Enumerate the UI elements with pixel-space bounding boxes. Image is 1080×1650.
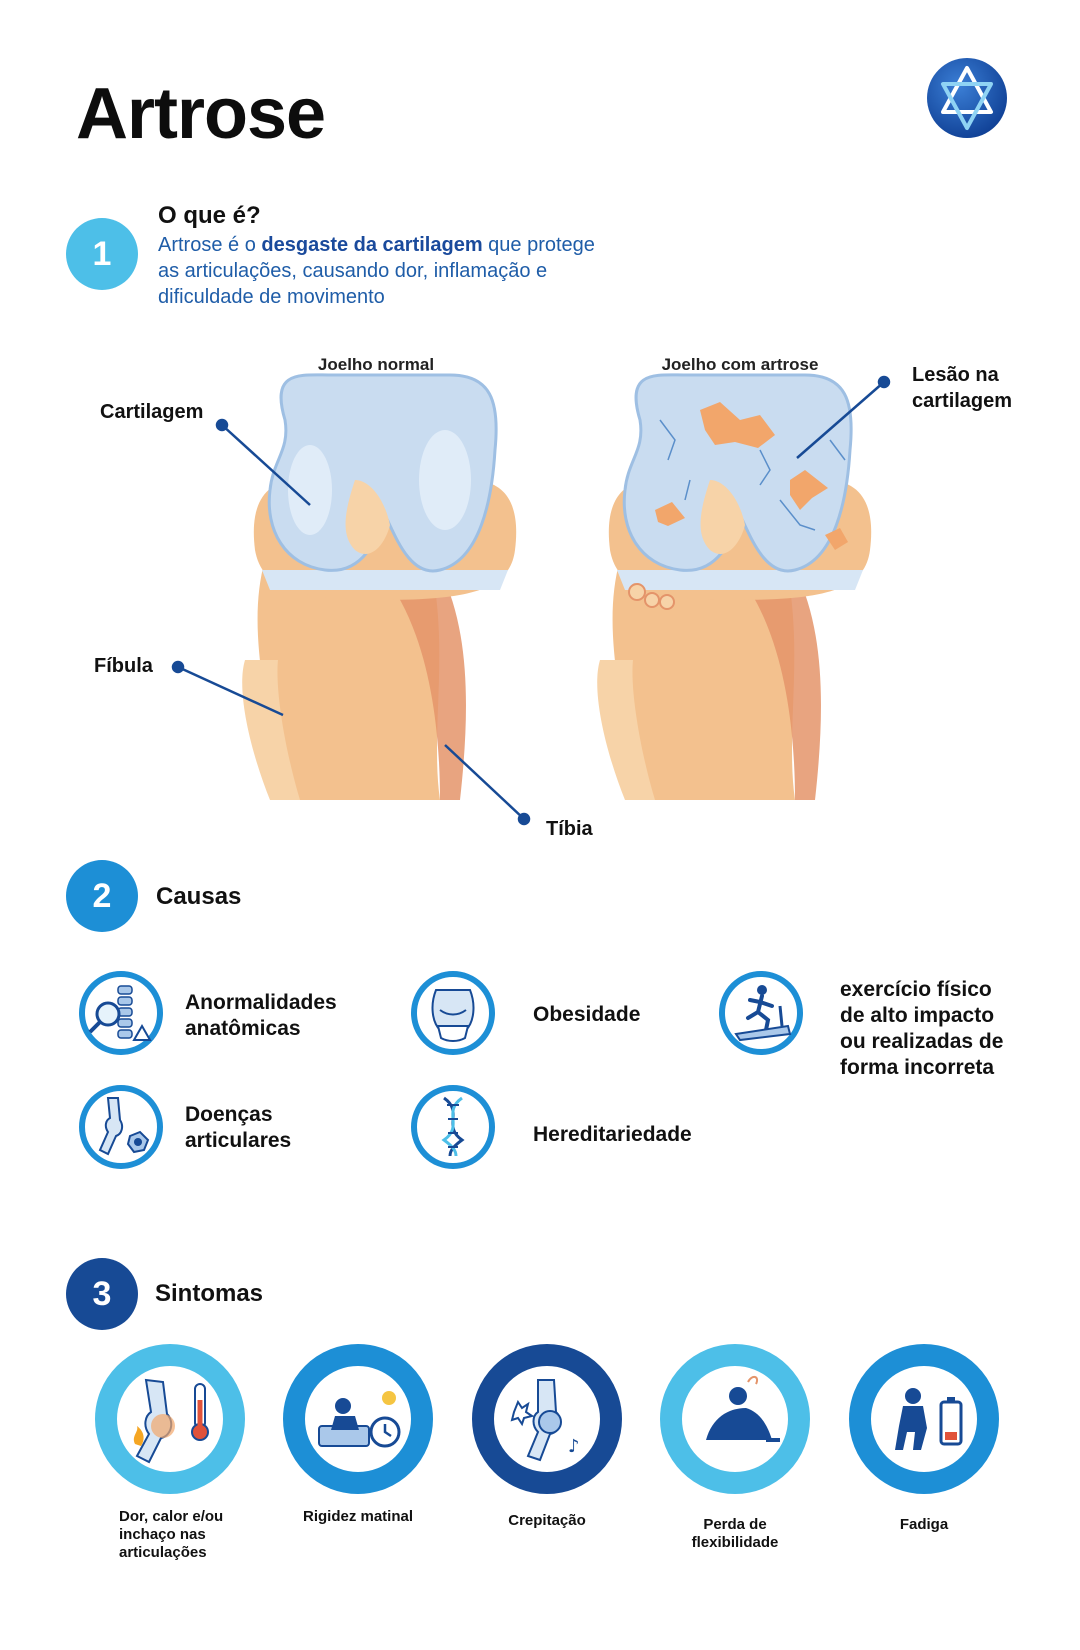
- caption-normal-knee: Joelho normal: [318, 355, 434, 374]
- knee-illustration: Joelho normal Joelho com artrose Cartila…: [94, 355, 1012, 840]
- section-1-number: 1: [66, 218, 138, 290]
- symptom-label-dor: Dor, calor e/ou inchaço nas articulações: [91, 1508, 249, 1562]
- section-2-heading: Causas: [156, 883, 242, 910]
- section-2-number: 2: [66, 860, 138, 932]
- section-1-description: Artrose é o desgaste da cartilagem que p…: [158, 232, 598, 310]
- spine-magnifier-icon: [79, 971, 163, 1055]
- label-lesao-line2: cartilagem: [912, 390, 1012, 412]
- symptom-1-line3: articulações: [119, 1544, 207, 1561]
- symptom-label-crepitacao: Crepitação: [508, 1512, 586, 1529]
- arthritic-knee: [597, 373, 872, 800]
- cause-1-line2: anatômicas: [185, 1017, 301, 1040]
- joint-disease-icon: [79, 1085, 163, 1169]
- treadmill-runner-icon: [719, 971, 803, 1055]
- cause-label-anormalidades: Anormalidades anatômicas: [185, 990, 337, 1042]
- svg-text:♪: ♪: [568, 1436, 580, 1457]
- cause-3-line3: ou realizadas de: [840, 1030, 1004, 1053]
- symptom-4-line1: Perda de: [703, 1516, 767, 1533]
- belly-icon: [411, 971, 495, 1055]
- symptom-label-rigidez: Rigidez matinal: [302, 1508, 414, 1525]
- stretching-person-icon: [660, 1344, 810, 1494]
- label-fibula: Fíbula: [94, 655, 154, 677]
- cause-4-line1: Doenças: [185, 1103, 273, 1126]
- symptom-1-line2: inchaço nas: [119, 1526, 206, 1543]
- cause-3-line2: de alto impacto: [840, 1004, 995, 1027]
- section-1-heading: O que é?: [158, 202, 261, 229]
- label-cartilagem: Cartilagem: [100, 401, 203, 423]
- cause-3-line1: exercício físico: [840, 978, 992, 1001]
- cause-label-exercicio: exercício físico de alto impacto ou real…: [840, 977, 1003, 1081]
- dna-icon: [411, 1085, 495, 1169]
- leader-lines: [171, 375, 891, 826]
- symptom-1-line1: Dor, calor e/ou: [119, 1508, 224, 1525]
- cause-label-obesidade: Obesidade: [533, 1003, 641, 1026]
- cause-4-line2: articulares: [185, 1129, 292, 1152]
- inflamed-knee-icon: [95, 1344, 245, 1494]
- tired-battery-icon: [849, 1344, 999, 1494]
- brand-logo: [927, 58, 1007, 138]
- section-3-heading: Sintomas: [155, 1280, 264, 1307]
- desc-part-2: que protege as articulações, causando do…: [158, 234, 595, 308]
- crackling-knee-icon: ♪: [472, 1344, 622, 1494]
- symptom-label-flexibilidade: Perda de flexibilidade: [656, 1516, 814, 1552]
- symptom-4-line2: flexibilidade: [691, 1534, 779, 1551]
- cause-3-line4: forma incorreta: [840, 1056, 995, 1079]
- label-tibia: Tíbia: [546, 818, 594, 840]
- cause-1-line1: Anormalidades: [185, 991, 337, 1014]
- label-lesao-line1: Lesão na: [912, 364, 1000, 386]
- normal-knee: [242, 373, 517, 800]
- cause-label-doencas: Doenças articulares: [185, 1102, 291, 1154]
- desc-part-1: Artrose é o: [158, 234, 262, 256]
- page-title: Artrose: [76, 74, 326, 154]
- section-3-number: 3: [66, 1258, 138, 1330]
- symptom-label-fadiga: Fadiga: [899, 1516, 949, 1533]
- cause-label-hereditariedade: Hereditariedade: [533, 1123, 692, 1146]
- morning-bed-alarm-icon: [283, 1344, 433, 1494]
- desc-emphasis: desgaste da cartilagem: [261, 234, 483, 256]
- caption-arthritic-knee: Joelho com artrose: [662, 355, 819, 374]
